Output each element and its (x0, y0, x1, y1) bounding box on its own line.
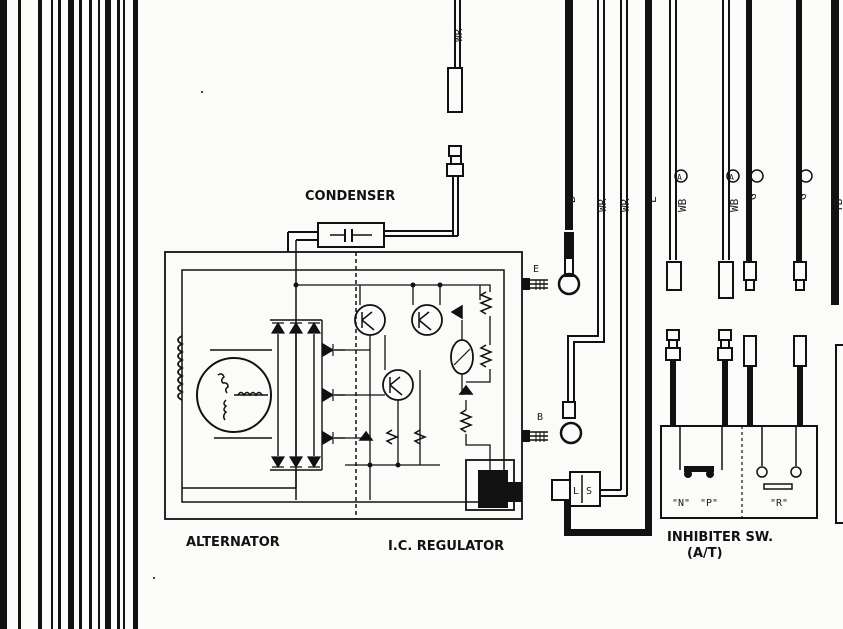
pos-p-label: "P" (700, 498, 718, 509)
wire-b: B (557, 0, 581, 296)
pos-r-label: "R" (770, 498, 788, 509)
wire-g-1: G (743, 0, 764, 291)
stator (196, 349, 272, 439)
svg-text:A: A (729, 173, 734, 182)
resistor-4 (385, 429, 400, 445)
wire-wr-2: WR (600, 0, 632, 497)
wire-wb-1: WB A (666, 0, 689, 291)
pos-n-label: "N" (672, 498, 690, 509)
terminal-b-label: B (537, 412, 543, 423)
wire-label-g-1: G (746, 193, 759, 200)
inhibiter-switch: "N" "P" "R" (660, 329, 818, 519)
inhibiter-label: INHIBITER SW. (667, 530, 773, 545)
top-wr-wire: WR (447, 0, 465, 113)
resistor-5 (413, 429, 428, 445)
diode-aux-1 (322, 342, 335, 358)
resistor-1 (478, 291, 494, 315)
transistor-3 (382, 369, 414, 401)
wire-label-yb: YB (832, 198, 843, 212)
resistor-2 (478, 344, 494, 368)
wire-wb-2: WB A (718, 0, 741, 299)
wire-label-wb-2: WB (728, 198, 741, 212)
diode-upper-1 (270, 321, 286, 334)
wire-label-top-wr: WR (452, 28, 465, 42)
diode-upper-3 (306, 321, 322, 334)
wire-l: L (564, 0, 659, 536)
inhibiter-sub-label: (A/T) (687, 546, 723, 561)
wire-label-b: B (565, 196, 578, 203)
left-harness-lines (0, 0, 138, 629)
alternator-housing (164, 251, 523, 520)
rectifier-diodes (182, 319, 345, 489)
reg-diode-1 (450, 304, 463, 320)
condenser-label: CONDENSER (305, 189, 395, 204)
wire-label-wr-2: WR (619, 198, 632, 212)
terminal-e: E (522, 264, 548, 290)
top-connector (447, 67, 463, 113)
diode-lower-1 (270, 456, 286, 469)
diode-aux-3 (322, 430, 335, 446)
ls-connector: L S (551, 471, 601, 507)
terminal-b: B (522, 412, 548, 442)
wire-label-g-2: G (796, 193, 809, 200)
diode-lower-3 (306, 456, 322, 469)
diode-aux-2 (322, 387, 335, 403)
wire-wr-1: WR (559, 0, 609, 445)
field-coil (177, 335, 185, 401)
svg-text:A: A (677, 173, 682, 182)
terminal-l-label: L (573, 486, 579, 497)
terminal-s-label: S (586, 486, 592, 497)
wire-label-wr-1: WR (596, 198, 609, 212)
resistor-3 (458, 409, 474, 433)
wire-label-l: L (646, 196, 659, 203)
alternator-label: ALTERNATOR (186, 535, 280, 550)
regulator-output-block (465, 459, 522, 511)
transistor-2 (411, 304, 443, 336)
wire-yb: YB (831, 0, 843, 305)
bridge-wiring (182, 319, 345, 489)
terminal-e-label: E (533, 264, 539, 275)
diode-upper-2 (288, 321, 304, 334)
right-partial-box (835, 344, 843, 524)
condenser-plug (384, 145, 464, 237)
transistor-1 (354, 304, 386, 336)
diode-lower-2 (288, 456, 304, 469)
regulator-label: I.C. REGULATOR (388, 539, 504, 554)
wire-label-wb-1: WB (676, 198, 689, 212)
regulator-circuit (293, 282, 494, 500)
wire-g-2: G (793, 0, 813, 291)
